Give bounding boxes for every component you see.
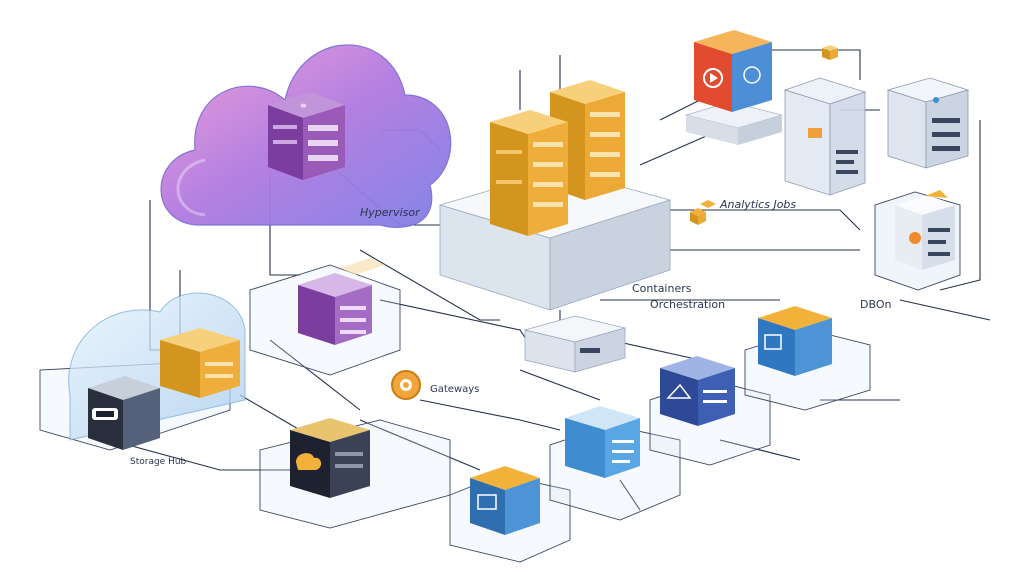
network-switch — [523, 315, 627, 373]
left-cube-caption: Storage Hub — [130, 457, 187, 467]
media-icon — [684, 30, 784, 145]
database-icon — [874, 190, 961, 291]
small-package-icon — [822, 45, 838, 60]
analytics-icon — [783, 77, 867, 196]
center-caption: Containers — [632, 282, 692, 295]
mid-caption: Gateways — [430, 384, 479, 395]
container-node — [249, 258, 401, 376]
network-icon — [449, 306, 871, 563]
right-caption: Analytics Jobs — [719, 198, 796, 211]
center-caption-secondary: Orchestration — [650, 298, 725, 311]
server-stack-icon — [490, 80, 625, 236]
gear-icon — [391, 370, 421, 400]
storage-hub — [39, 292, 246, 451]
storage-node-right — [886, 77, 970, 169]
cloud-caption: Hypervisor — [360, 206, 421, 219]
far-right-caption: DBOn — [860, 298, 891, 311]
server-mark-icon: ≡ — [300, 101, 307, 110]
cluster-icon — [690, 200, 716, 225]
cloud-server: ≡ — [268, 92, 345, 180]
edge-node — [259, 418, 451, 529]
